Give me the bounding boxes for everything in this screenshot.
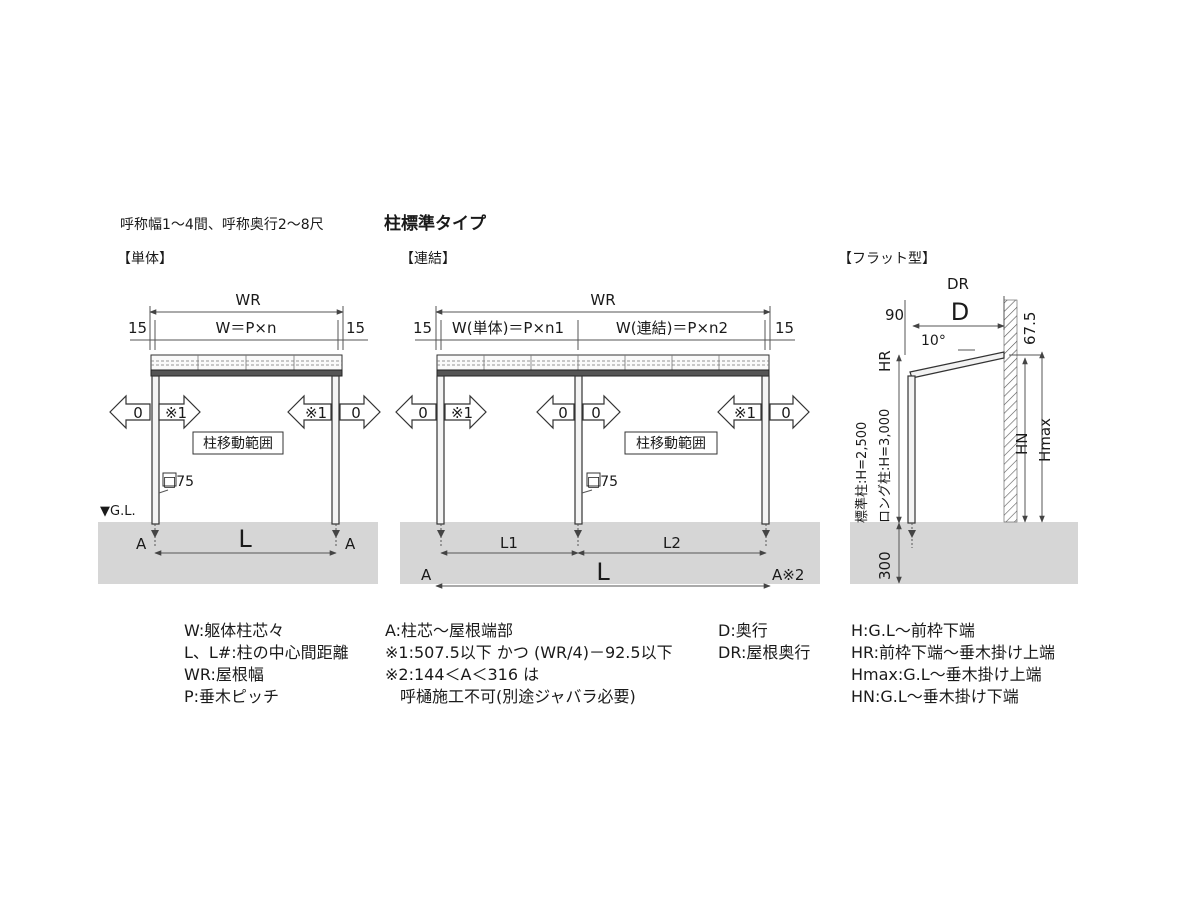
flat-ground xyxy=(850,522,1078,584)
single-arrow-right-in xyxy=(287,394,332,430)
legend-single: W:躯体柱芯々 L、L#:柱の中心間距離 WR:屋根幅 P:垂木ピッチ xyxy=(184,621,349,706)
linked-wr-label: WR xyxy=(590,291,615,309)
linked-post-size: □75 xyxy=(587,474,618,490)
linked-arrow-mid-left xyxy=(536,394,575,430)
linked-l-label: L xyxy=(596,558,610,586)
linked-l1-label: L1 xyxy=(500,534,518,552)
flat-sixtyseven-label: 67.5 xyxy=(1021,312,1039,345)
legend-single-item: WR:屋根幅 xyxy=(184,665,264,684)
flat-ninety-label: 90 xyxy=(885,306,904,324)
legend-linked-item: ※1:507.5以下 かつ (WR/4)－92.5以下 xyxy=(385,643,673,662)
linked-post-right xyxy=(761,375,770,525)
legend-linked-item: ※2:144＜A＜316 は xyxy=(385,665,539,684)
legend-depth-item: DR:屋根奥行 xyxy=(718,643,810,662)
linked-arrow-mid-right xyxy=(582,394,621,430)
linked-margin-left: 15 xyxy=(413,319,432,337)
linked-arrow-right-out xyxy=(769,394,810,430)
linked-roof-beam xyxy=(436,369,770,377)
single-margin-right: 15 xyxy=(346,319,365,337)
legend-depth-item: D:奥行 xyxy=(718,621,768,640)
legend-linked: A:柱芯～屋根端部 ※1:507.5以下 かつ (WR/4)－92.5以下 ※2… xyxy=(385,621,673,706)
single-diagram: WR W＝P×n 15 15 0 ※1 ※1 0 xyxy=(98,291,381,584)
legend-linked-item: 呼樋施工不可(別途ジャバラ必要) xyxy=(400,687,636,706)
flat-hn-label: HN xyxy=(1013,433,1031,456)
legend-height: H:G.L～前枠下端 HR:前枠下端～垂木掛け上端 Hmax:G.L～垂木掛け上… xyxy=(851,621,1055,706)
single-arrow-note-left: ※1 xyxy=(165,404,187,422)
single-a-left: A xyxy=(136,535,147,553)
legend-height-item: H:G.L～前枠下端 xyxy=(851,621,975,640)
single-range-label: 柱移動範囲 xyxy=(203,435,273,452)
legend-height-item: HR:前枠下端～垂木掛け上端 xyxy=(851,643,1055,662)
legend-single-item: L、L#:柱の中心間距離 xyxy=(184,643,349,662)
linked-arrow-left-in xyxy=(444,394,487,430)
single-arrow-right-out xyxy=(339,394,381,430)
single-roof-panel xyxy=(150,354,343,371)
single-post-size: □75 xyxy=(163,474,194,490)
single-roof-beam xyxy=(150,369,343,377)
legend-height-item: Hmax:G.L～垂木掛け上端 xyxy=(851,665,1042,684)
linked-arrow-note-left: ※1 xyxy=(451,404,473,422)
section-linked: 【連結】 xyxy=(400,251,456,267)
section-single: 【単体】 xyxy=(117,251,173,267)
flat-diagram: DR D 90 67.5 10° HR 標準柱:H=2,500 ロング柱:H=3… xyxy=(850,275,1078,584)
flat-angle-label: 10° xyxy=(921,333,946,349)
linked-a-right: A※2 xyxy=(772,566,804,584)
single-post-right xyxy=(331,375,340,525)
single-wr-label: WR xyxy=(235,291,260,309)
legend-height-item: HN:G.L～垂木掛け下端 xyxy=(851,687,1019,706)
legend-single-item: W:躯体柱芯々 xyxy=(184,621,284,640)
single-arrow-zero-left: 0 xyxy=(133,404,143,422)
linked-arrow-zero-mid-left: 0 xyxy=(558,404,568,422)
linked-l2-label: L2 xyxy=(663,534,681,552)
single-margin-left: 15 xyxy=(128,319,147,337)
single-a-right: A xyxy=(345,535,356,553)
linked-w2-label: W(連結)＝P×n2 xyxy=(616,319,728,337)
section-flat: 【フラット型】 xyxy=(838,251,936,267)
single-arrow-left-in xyxy=(158,394,201,430)
linked-arrow-zero-right: 0 xyxy=(781,404,791,422)
single-arrow-zero-right: 0 xyxy=(351,404,361,422)
single-arrow-note-right: ※1 xyxy=(305,404,327,422)
flat-hr-label: HR xyxy=(876,350,894,372)
linked-arrow-right-in xyxy=(717,394,762,430)
flat-roof xyxy=(909,351,1005,379)
flat-d-label: D xyxy=(951,298,969,326)
linked-a-left: A xyxy=(421,566,432,584)
single-gl-label: ▼G.L. xyxy=(100,504,136,519)
header-title-bold: 柱標準タイプ xyxy=(384,213,487,234)
single-l-label: L xyxy=(238,525,252,553)
linked-diagram: WR W(単体)＝P×n1 W(連結)＝P×n2 15 15 xyxy=(395,291,820,589)
linked-arrow-zero-left: 0 xyxy=(418,404,428,422)
flat-long-post-label: ロング柱:H=3,000 xyxy=(878,409,893,523)
flat-dr-label: DR xyxy=(947,275,969,293)
legend-linked-item: A:柱芯～屋根端部 xyxy=(385,621,513,640)
flat-hmax-label: Hmax xyxy=(1036,418,1054,462)
flat-post xyxy=(907,375,916,524)
linked-post-left xyxy=(436,375,445,525)
linked-arrow-zero-mid-right: 0 xyxy=(591,404,601,422)
flat-std-post-label: 標準柱:H=2,500 xyxy=(854,422,870,523)
legend-depth: D:奥行 DR:屋根奥行 xyxy=(718,621,810,662)
linked-arrow-note-right: ※1 xyxy=(734,404,756,422)
linked-margin-right: 15 xyxy=(775,319,794,337)
linked-w1-label: W(単体)＝P×n1 xyxy=(452,319,564,337)
single-w-label: W＝P×n xyxy=(216,319,277,337)
header-title-plain: 呼称幅1～4間、呼称奥行2～8尺 xyxy=(120,216,324,233)
linked-arrow-left-out xyxy=(395,394,437,430)
flat-three-hundred-label: 300 xyxy=(876,551,894,580)
single-arrow-left-out xyxy=(109,394,151,430)
flat-wall xyxy=(1003,299,1018,523)
linked-post-mid xyxy=(574,375,583,525)
single-post-left xyxy=(151,375,160,525)
legend-single-item: P:垂木ピッチ xyxy=(184,687,279,706)
linked-range-label: 柱移動範囲 xyxy=(636,435,706,452)
